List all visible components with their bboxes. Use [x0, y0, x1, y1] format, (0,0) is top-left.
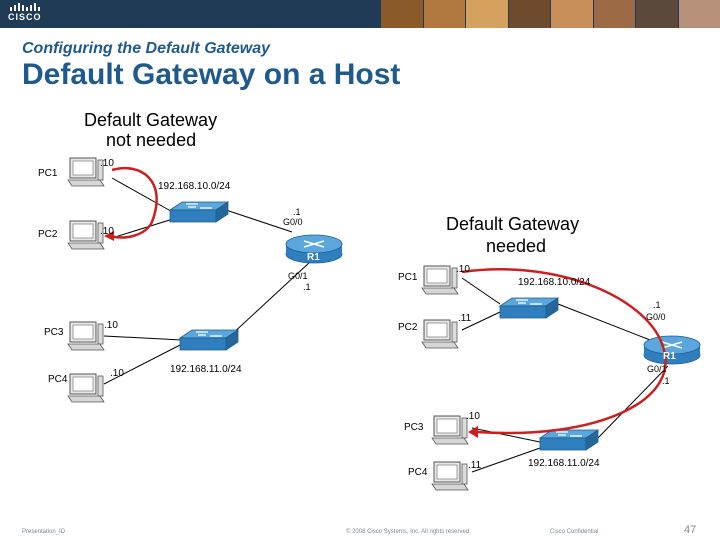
footer-copyright: © 2008 Cisco Systems, Inc. All rights re… — [346, 529, 471, 535]
right-switch1-icon — [499, 297, 559, 319]
right-pc1-label: PC1 — [398, 272, 418, 283]
right-pc4-icon — [431, 461, 469, 491]
right-callout-line1: Default Gateway — [446, 214, 580, 234]
right-topology — [421, 265, 701, 491]
cisco-logo-icon — [10, 3, 40, 11]
left-local-arrow — [109, 166, 158, 239]
slide-subtitle: Configuring the Default Gateway — [22, 40, 271, 57]
left-pc1-label: PC1 — [38, 168, 58, 179]
left-switch1-icon — [169, 201, 229, 223]
right-router-g01: G0/1 — [647, 364, 667, 374]
right-router-g01-ip: .1 — [662, 376, 670, 386]
left-arrowhead-icon — [104, 231, 114, 241]
banner-photos — [380, 0, 720, 28]
right-pc3-icon — [431, 415, 469, 445]
right-pc2-host: .11 — [458, 313, 472, 324]
right-callout-line2: needed — [486, 236, 547, 256]
banner-photo — [550, 0, 593, 28]
right-router-g00: G0/0 — [646, 312, 666, 322]
left-callout-line1: Default Gateway — [84, 110, 218, 130]
banner-photo — [465, 0, 508, 28]
left-callout-line2: not needed — [106, 130, 197, 150]
right-routed-arrow — [461, 268, 667, 435]
right-router-g00-ip: .1 — [653, 300, 661, 310]
right-pc4-host: .11 — [468, 460, 482, 471]
left-pc4-label: PC4 — [48, 374, 68, 385]
banner-photo — [635, 0, 678, 28]
left-network-top: 192.168.10.0/24 — [158, 181, 231, 192]
right-switch2-icon — [539, 429, 599, 451]
right-pc4-label: PC4 — [408, 467, 428, 478]
left-pc3-host: .10 — [104, 320, 118, 331]
left-router-g01-ip: .1 — [303, 282, 311, 292]
left-pc4-icon — [67, 373, 105, 403]
right-pc2-icon — [421, 319, 459, 349]
right-pc1-host: .10 — [456, 264, 470, 275]
right-network-top: 192.168.10.0/24 — [518, 277, 591, 288]
right-arrowhead-icon — [468, 426, 478, 438]
banner-photo — [507, 0, 550, 28]
left-pc4-host: .10 — [110, 368, 124, 379]
left-pc1-host: .10 — [100, 158, 114, 169]
left-router-g00: G0/0 — [283, 217, 303, 227]
right-network-bottom: 192.168.11.0/24 — [528, 458, 600, 469]
footer-presentation-id: Presentation_ID — [22, 529, 66, 535]
banner-photo — [380, 0, 423, 28]
banner-photo — [677, 0, 720, 28]
left-pc1-icon — [67, 157, 105, 187]
left-router-g00-ip: .1 — [293, 207, 301, 217]
left-pc2-label: PC2 — [38, 229, 58, 240]
page-number: 47 — [684, 524, 697, 536]
left-router-g01: G0/1 — [288, 271, 308, 281]
footer-confidential: Cisco Confidential — [550, 529, 599, 535]
left-pc3-label: PC3 — [44, 327, 64, 338]
left-pc2-host: .10 — [100, 226, 114, 237]
left-pc3-icon — [67, 321, 105, 351]
left-network-bottom: 192.168.11.0/24 — [170, 364, 242, 375]
right-pc2-label: PC2 — [398, 322, 418, 333]
right-pc1-icon — [421, 265, 459, 295]
right-pc3-host: .10 — [466, 411, 480, 422]
slide-title: Default Gateway on a Host — [22, 58, 401, 91]
left-switch2-icon — [179, 329, 239, 351]
banner-photo — [422, 0, 465, 28]
banner-photo — [592, 0, 635, 28]
cisco-logo: CISCO — [8, 12, 42, 22]
top-banner: CISCO — [0, 0, 720, 28]
left-topology — [67, 157, 343, 403]
left-pc2-icon — [67, 220, 105, 250]
right-pc3-label: PC3 — [404, 422, 424, 433]
left-router-name: R1 — [307, 252, 320, 263]
right-router-name: R1 — [663, 351, 676, 362]
